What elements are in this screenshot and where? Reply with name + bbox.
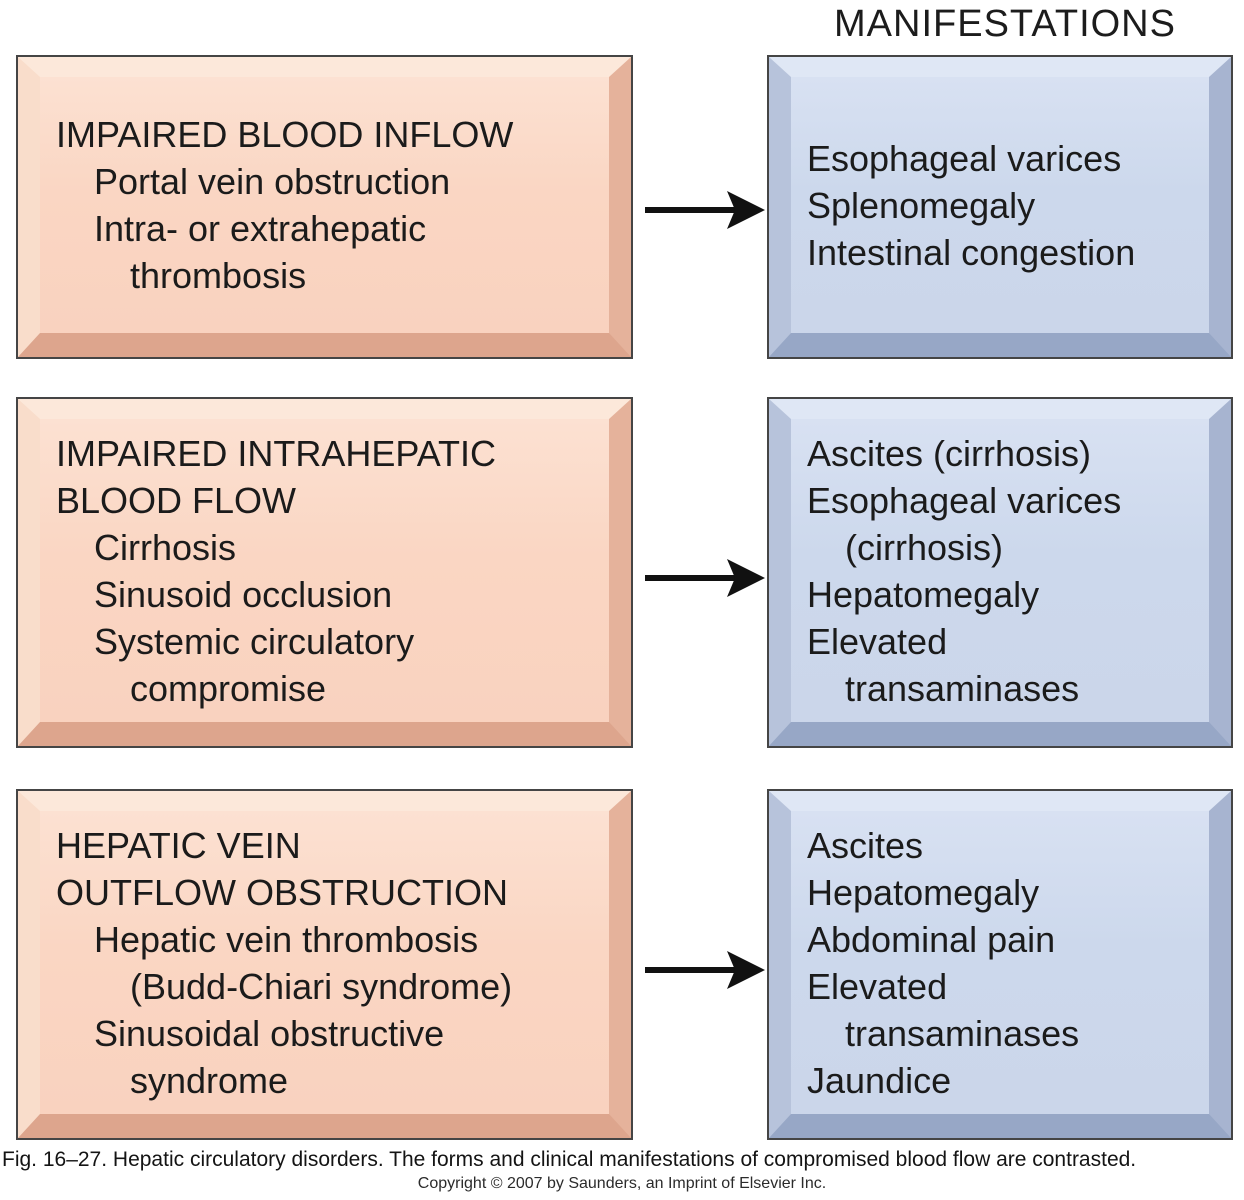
cause-item-continuation: compromise	[130, 667, 327, 709]
manifestation-item: Elevated	[807, 965, 948, 1007]
manifestations-column-title: MANIFESTATIONS	[834, 3, 1176, 45]
arrow-right-icon	[645, 951, 765, 989]
cause-item: Hepatic vein thrombosis	[94, 918, 479, 960]
box-bevel: Ascites (cirrhosis) Esophageal varices (…	[769, 399, 1231, 746]
box-bevel: Ascites Hepatomegaly Abdominal pain Elev…	[769, 791, 1231, 1138]
box-bevel: IMPAIRED BLOOD INFLOW Portal vein obstru…	[18, 57, 631, 357]
manifestation-item: Hepatomegaly	[807, 871, 1040, 913]
cause-box-impaired-intrahepatic-blood-flow: IMPAIRED INTRAHEPATIC BLOOD FLOW Cirrhos…	[16, 397, 633, 748]
box-fill: Ascites Hepatomegaly Abdominal pain Elev…	[791, 811, 1209, 1114]
manifestation-item-continuation: (cirrhosis)	[845, 526, 1003, 568]
manifestation-item: Splenomegaly	[807, 184, 1036, 226]
manifestation-item: Abdominal pain	[807, 918, 1056, 960]
manifestation-item-continuation: transaminases	[845, 667, 1080, 709]
manifestation-box-row1: Esophageal varices Splenomegaly Intestin…	[767, 55, 1233, 359]
cause-heading: IMPAIRED INTRAHEPATIC	[56, 432, 497, 474]
manifestation-item: Elevated	[807, 620, 948, 662]
box-bevel: Esophageal varices Splenomegaly Intestin…	[769, 57, 1231, 357]
box-fill: IMPAIRED INTRAHEPATIC BLOOD FLOW Cirrhos…	[40, 419, 609, 722]
manifestation-item: Esophageal varices	[807, 479, 1122, 521]
figure-caption: Fig. 16–27. Hepatic circulatory disorder…	[2, 1148, 1137, 1171]
box-bevel: IMPAIRED INTRAHEPATIC BLOOD FLOW Cirrhos…	[18, 399, 631, 746]
cause-item: Cirrhosis	[94, 526, 237, 568]
cause-item: Systemic circulatory	[94, 620, 415, 662]
box-fill: IMPAIRED BLOOD INFLOW Portal vein obstru…	[40, 77, 609, 333]
manifestation-item: Hepatomegaly	[807, 573, 1040, 615]
cause-heading: BLOOD FLOW	[56, 479, 297, 521]
flow-arrow-row3	[643, 948, 765, 992]
cause-item-continuation: syndrome	[130, 1059, 289, 1101]
cause-box-impaired-blood-inflow: IMPAIRED BLOOD INFLOW Portal vein obstru…	[16, 55, 633, 359]
cause-item: Sinusoidal obstructive	[94, 1012, 445, 1054]
box-fill: Esophageal varices Splenomegaly Intestin…	[791, 77, 1209, 333]
manifestation-item: Intestinal congestion	[807, 231, 1136, 273]
cause-item-continuation: (Budd-Chiari syndrome)	[130, 965, 513, 1007]
flow-arrow-row2	[643, 556, 765, 600]
manifestation-box-row3: Ascites Hepatomegaly Abdominal pain Elev…	[767, 789, 1233, 1140]
cause-item: Intra- or extrahepatic	[94, 208, 427, 249]
flow-arrow-row1	[643, 188, 765, 232]
cause-heading: OUTFLOW OBSTRUCTION	[56, 871, 508, 913]
cause-item: Sinusoid occlusion	[94, 573, 393, 615]
manifestation-item-continuation: transaminases	[845, 1012, 1080, 1054]
cause-box-hepatic-vein-outflow-obstruction: HEPATIC VEIN OUTFLOW OBSTRUCTION Hepatic…	[16, 789, 633, 1140]
box-fill: Ascites (cirrhosis) Esophageal varices (…	[791, 419, 1209, 722]
arrow-right-icon	[645, 191, 765, 229]
manifestation-item: Esophageal varices	[807, 137, 1122, 179]
cause-item: Portal vein obstruction	[94, 161, 451, 202]
cause-heading: HEPATIC VEIN	[56, 824, 301, 866]
cause-item-continuation: thrombosis	[130, 255, 307, 296]
manifestation-box-row2: Ascites (cirrhosis) Esophageal varices (…	[767, 397, 1233, 748]
manifestation-item: Ascites	[807, 824, 924, 866]
cause-heading: IMPAIRED BLOOD INFLOW	[56, 114, 514, 155]
copyright-line: Copyright © 2007 by Saunders, an Imprint…	[417, 1175, 827, 1192]
manifestation-item: Ascites (cirrhosis)	[807, 432, 1092, 474]
box-bevel: HEPATIC VEIN OUTFLOW OBSTRUCTION Hepatic…	[18, 791, 631, 1138]
arrow-right-icon	[645, 559, 765, 597]
manifestation-item: Jaundice	[807, 1059, 952, 1101]
box-fill: HEPATIC VEIN OUTFLOW OBSTRUCTION Hepatic…	[40, 811, 609, 1114]
